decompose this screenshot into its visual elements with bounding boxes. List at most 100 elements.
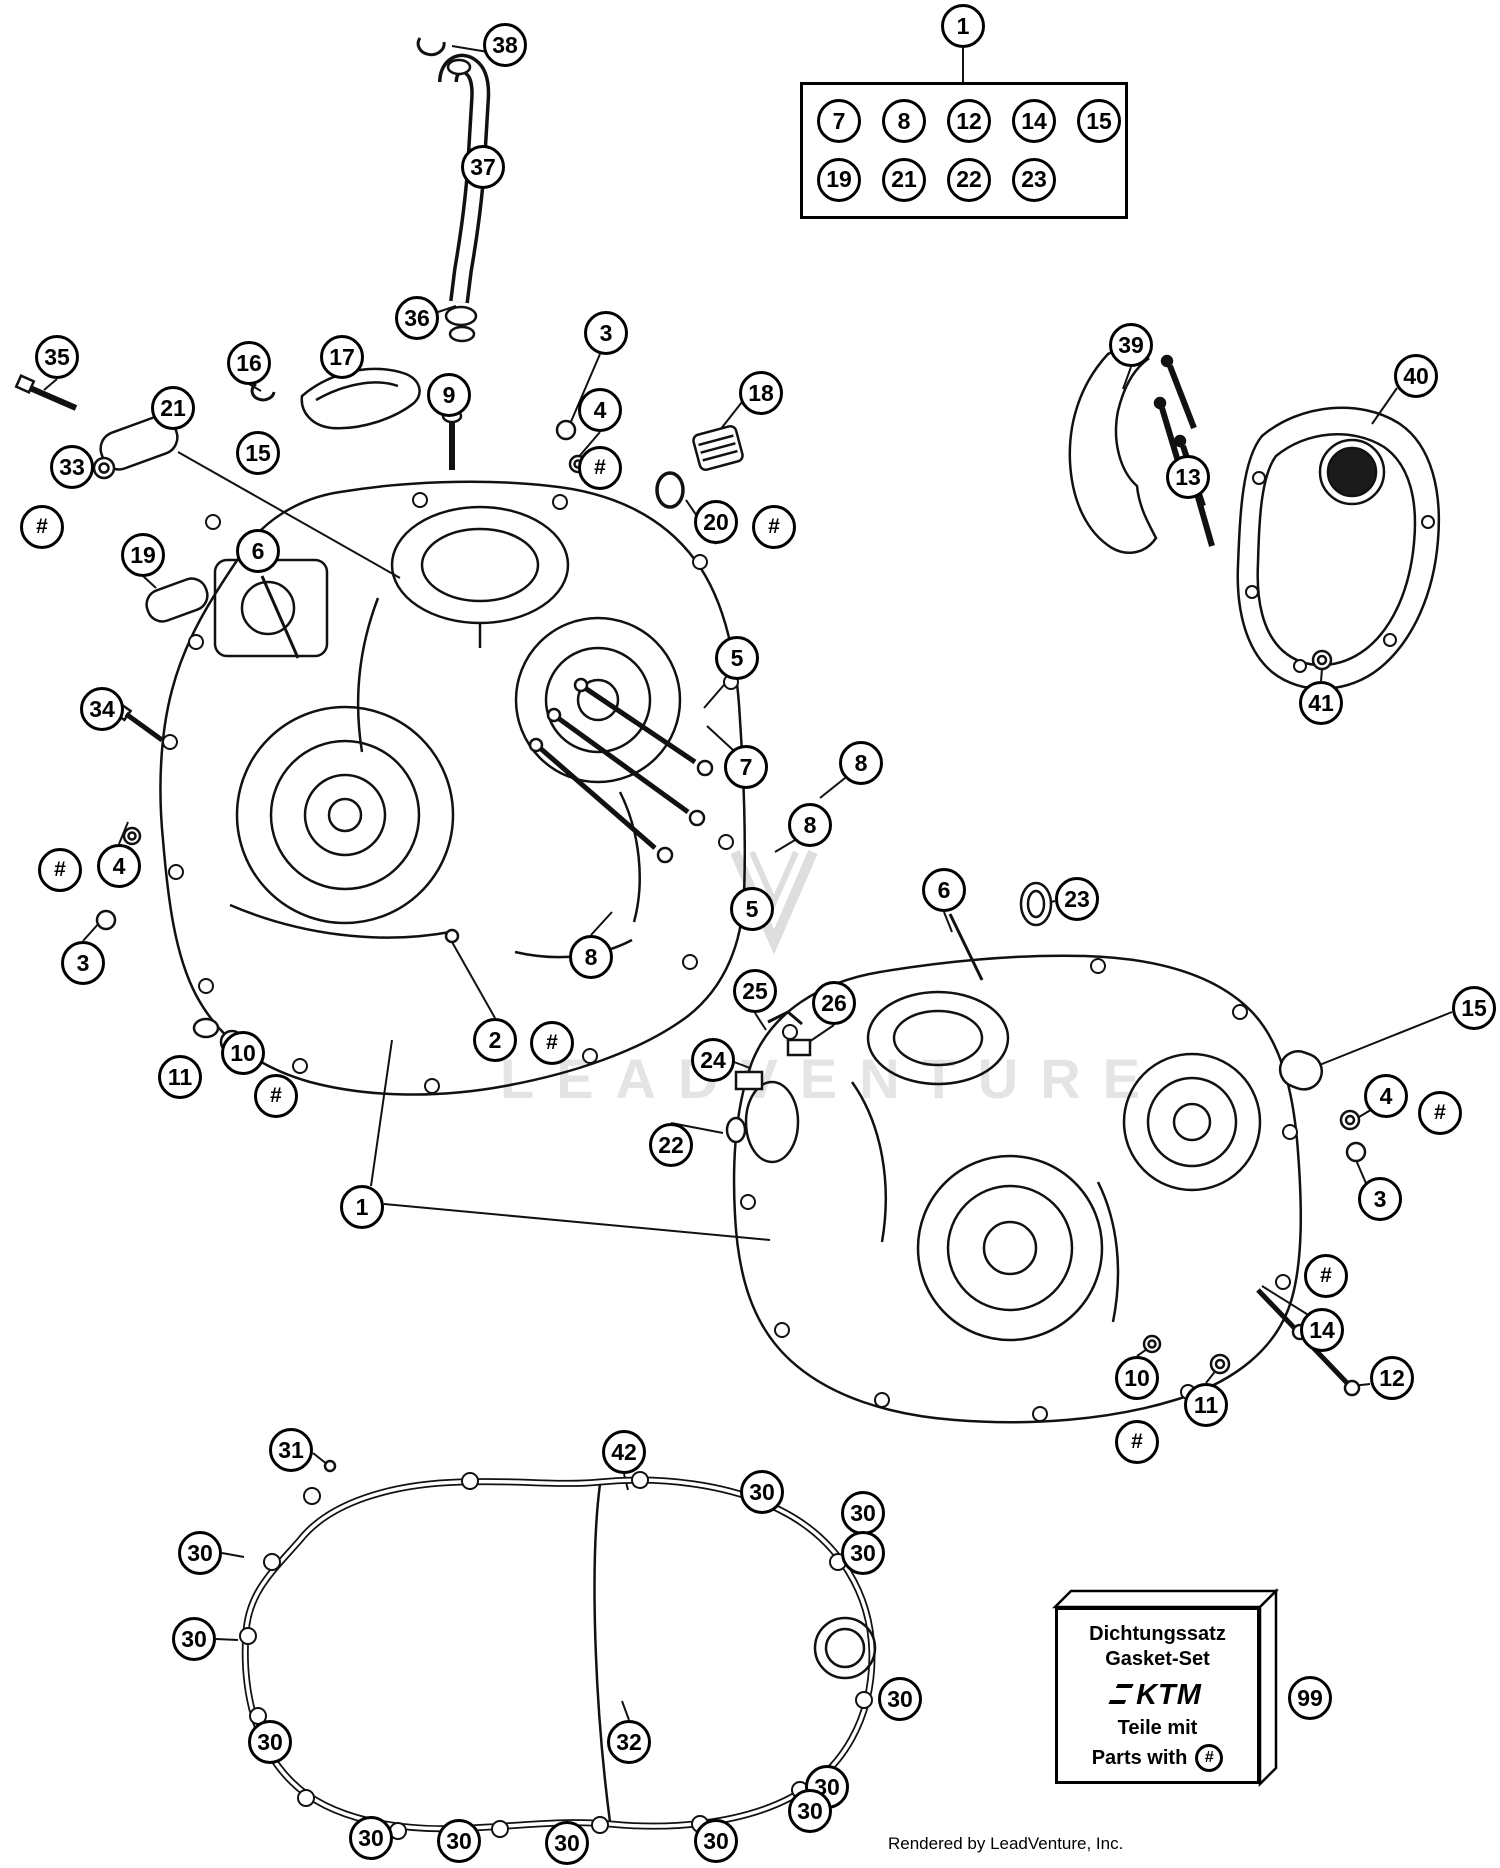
callout-10-52: 10 <box>1115 1356 1159 1400</box>
gasket-set-box: Dichtungssatz Gasket-Set KTM Teile mit P… <box>1055 1607 1260 1784</box>
callout-3-4: 3 <box>584 311 628 355</box>
callout-42-57: 42 <box>602 1430 646 1474</box>
callout-30-67: 30 <box>788 1789 832 1833</box>
gasket-box-note-en: Parts with <box>1091 1746 1188 1769</box>
callout-23-35: 23 <box>1055 877 1099 921</box>
callout-hash-43: # <box>254 1074 298 1118</box>
callout-30-61: 30 <box>841 1531 885 1575</box>
callout-3-32: 3 <box>61 941 105 985</box>
callout-39-20: 39 <box>1109 323 1153 367</box>
callout-6-34: 6 <box>922 868 966 912</box>
oil-tube-drawing <box>416 37 491 343</box>
callout-8-33: 8 <box>569 935 613 979</box>
callout-hash-29: # <box>38 848 82 892</box>
callout-15-44: 15 <box>1452 986 1496 1030</box>
callout-9-8: 9 <box>427 373 471 417</box>
callout-32-65: 32 <box>607 1720 651 1764</box>
callout-30-71: 30 <box>694 1819 738 1863</box>
callout-4-30: 4 <box>97 844 141 888</box>
callout-26-37: 26 <box>812 981 856 1025</box>
render-credit: Rendered by LeadVenture, Inc. <box>888 1834 1124 1853</box>
ktm-logo: KTM <box>1058 1677 1257 1713</box>
callout-11-42: 11 <box>158 1055 202 1099</box>
callout-35-7: 35 <box>35 335 79 379</box>
callout-20-15: 20 <box>694 500 738 544</box>
callout-21-11: 21 <box>151 386 195 430</box>
callout-6-19: 6 <box>236 529 280 573</box>
watermark-text: LEADVENTURE <box>500 1047 1162 1110</box>
callout-4-45: 4 <box>1364 1074 1408 1118</box>
gasket-box-title-de: Dichtungssatz <box>1089 1623 1226 1645</box>
legend-callout-8: 8 <box>882 99 926 144</box>
right-crankcase-drawing <box>732 954 1303 1424</box>
callout-3-48: 3 <box>1358 1177 1402 1221</box>
callout-30-63: 30 <box>878 1677 922 1721</box>
watermark-chevron-icon <box>730 850 818 955</box>
callout-hash-55: # <box>1115 1420 1159 1464</box>
callout-2-38: 2 <box>473 1018 517 1062</box>
callout-15-12: 15 <box>236 431 280 475</box>
callout-41-23: 41 <box>1299 681 1343 725</box>
callout-hash-13: # <box>578 446 622 490</box>
legend-callout-23: 23 <box>1012 157 1056 202</box>
callout-1-49: 1 <box>340 1185 384 1229</box>
callout-8-28: 8 <box>788 803 832 847</box>
callout-18-10: 18 <box>739 371 783 415</box>
callout-12-53: 12 <box>1370 1356 1414 1400</box>
callout-31-56: 31 <box>269 1428 313 1472</box>
callout-30-59: 30 <box>841 1491 885 1535</box>
callout-33-14: 33 <box>50 445 94 489</box>
callout-19-18: 19 <box>121 533 165 577</box>
gasket-drawing <box>239 1471 877 1840</box>
callout-99-72: 99 <box>1288 1676 1332 1720</box>
callout-22-47: 22 <box>649 1123 693 1167</box>
legend-row-1: 19 21 22 23 <box>817 157 1125 202</box>
callout-10-41: 10 <box>221 1031 265 1075</box>
callout-30-64: 30 <box>248 1720 292 1764</box>
gasket-box-title-en: Gasket-Set <box>1105 1648 1210 1670</box>
callout-14-51: 14 <box>1300 1308 1344 1352</box>
legend-callout-15: 15 <box>1077 99 1121 144</box>
callout-30-60: 30 <box>178 1531 222 1575</box>
callout-hash-46: # <box>1418 1091 1462 1135</box>
legend-callout-22: 22 <box>947 157 991 202</box>
callout-24-40: 24 <box>691 1038 735 1082</box>
callout-8-27: 8 <box>839 741 883 785</box>
gasket-box-note-de: Teile mit <box>1117 1717 1198 1740</box>
bracket-drawing <box>1068 348 1215 554</box>
callout-38-0: 38 <box>483 23 527 67</box>
callout-30-62: 30 <box>172 1617 216 1661</box>
legend-callout-21: 21 <box>882 157 926 202</box>
callout-7-26: 7 <box>724 745 768 789</box>
callout-4-9: 4 <box>578 388 622 432</box>
callout-30-70: 30 <box>545 1821 589 1865</box>
callout-37-2: 37 <box>461 145 505 189</box>
callout-30-69: 30 <box>437 1819 481 1863</box>
callout-hash-16: # <box>752 505 796 549</box>
legend-callout-19: 19 <box>817 157 861 202</box>
legend-callout-12: 12 <box>947 99 991 144</box>
hash-marker: # <box>1195 1744 1224 1773</box>
callout-36-3: 36 <box>395 296 439 340</box>
callout-11-54: 11 <box>1184 1383 1228 1427</box>
callout-30-68: 30 <box>349 1816 393 1860</box>
callout-16-5: 16 <box>227 341 271 385</box>
gasket-box-note-row: Parts with # <box>1058 1744 1257 1773</box>
legend-callout-7: 7 <box>817 99 861 144</box>
callout-40-21: 40 <box>1394 354 1438 398</box>
callout-1-1: 1 <box>941 4 985 48</box>
callout-25-36: 25 <box>733 969 777 1013</box>
small-parts-drawings <box>14 367 1367 1473</box>
callout-hash-50: # <box>1304 1254 1348 1298</box>
callout-hash-17: # <box>20 505 64 549</box>
callout-hash-39: # <box>530 1021 574 1065</box>
ignition-cover-drawing <box>1236 406 1441 690</box>
callout-30-58: 30 <box>740 1470 784 1514</box>
callout-17-6: 17 <box>320 335 364 379</box>
callout-5-31: 5 <box>730 887 774 931</box>
